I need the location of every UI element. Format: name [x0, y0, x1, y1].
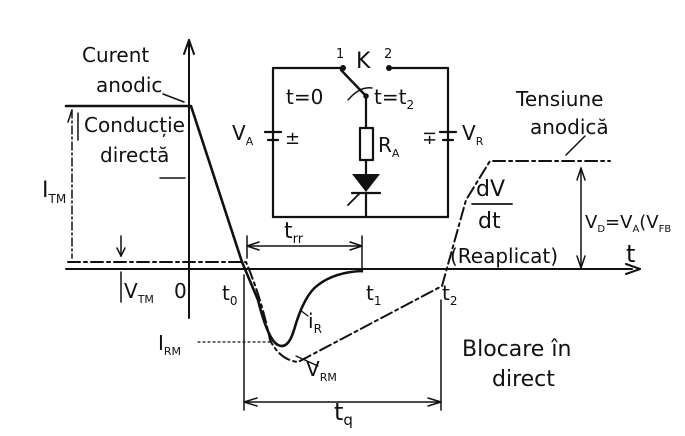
tq-right-arrow [427, 397, 442, 407]
itm-arrow [67, 109, 73, 123]
dt-label: dt [478, 209, 501, 234]
conductie-label-1: Conducție [84, 113, 185, 137]
trr-left-arrow [246, 241, 260, 251]
thyristor-symbol [352, 174, 380, 192]
tensiune-label-1: Tensiune [515, 87, 603, 111]
switch-k-label: K [356, 49, 371, 74]
vertical-axis-arrow-l [183, 39, 190, 55]
ra-resistor [358, 126, 375, 162]
ra-label: RA [378, 133, 400, 160]
circuit-schematic [263, 65, 458, 219]
t-zero-label: t=0 [286, 85, 323, 109]
switch-arc [347, 87, 373, 101]
vd-formula-label: VD=VA(VFB [585, 212, 671, 235]
switch-blade [339, 68, 368, 98]
anode-voltage-curve [67, 160, 611, 363]
trr-label: trr [284, 219, 304, 247]
tensiune-leader [565, 135, 586, 156]
blocare-label-1: Blocare în [462, 337, 571, 362]
trr-right-arrow [349, 241, 363, 251]
conductie-label-2: directă [100, 143, 169, 167]
t2-label: t2 [442, 281, 457, 308]
time-axis-label: t [626, 240, 635, 268]
tensiune-label-2: anodică [530, 115, 609, 139]
va-label: VA [232, 121, 254, 148]
switch-pos1-label: 1 [336, 47, 344, 62]
vtm-arrow-h2 [120, 247, 126, 257]
ir-leader [299, 309, 309, 317]
tq-left-arrow [243, 397, 258, 407]
itm-label: ITM [42, 178, 66, 206]
t-two-label: t=t2 [374, 85, 414, 112]
t1-label: t1 [366, 281, 381, 308]
time-axis-arrow-u [625, 263, 641, 270]
vtm-arrow-h1 [116, 247, 122, 257]
switch-pos2-label: 2 [384, 47, 392, 62]
reaplicat-label: (Reaplicat) [450, 244, 558, 268]
curent-label-2: anodic [96, 73, 162, 97]
t0-label: t0 [222, 281, 237, 308]
blocare-label-2: direct [492, 367, 555, 392]
va-sign: ± [285, 128, 300, 149]
curent-label-1: Curent [82, 43, 149, 67]
tq-label: tq [334, 398, 353, 429]
dv-label: dV [476, 177, 505, 202]
vrm-label: VRM [306, 357, 337, 384]
vrm-leader [295, 355, 319, 367]
ir-label: iR [308, 309, 322, 336]
vtm-label: VTM [124, 279, 154, 306]
vertical-axis-arrow-r [188, 39, 195, 55]
origin-label: 0 [174, 279, 187, 303]
switch-contact-2 [386, 65, 392, 71]
vd-top-arrow [576, 167, 586, 181]
irm-label: IRM [158, 331, 181, 358]
vr-label: VR [462, 121, 484, 148]
anode-current-curve [64, 104, 364, 348]
time-axis-arrow-d [625, 268, 641, 275]
curent-leader [162, 93, 185, 103]
vd-bot-arrow [576, 255, 586, 269]
vr-sign: ∓ [422, 128, 437, 149]
